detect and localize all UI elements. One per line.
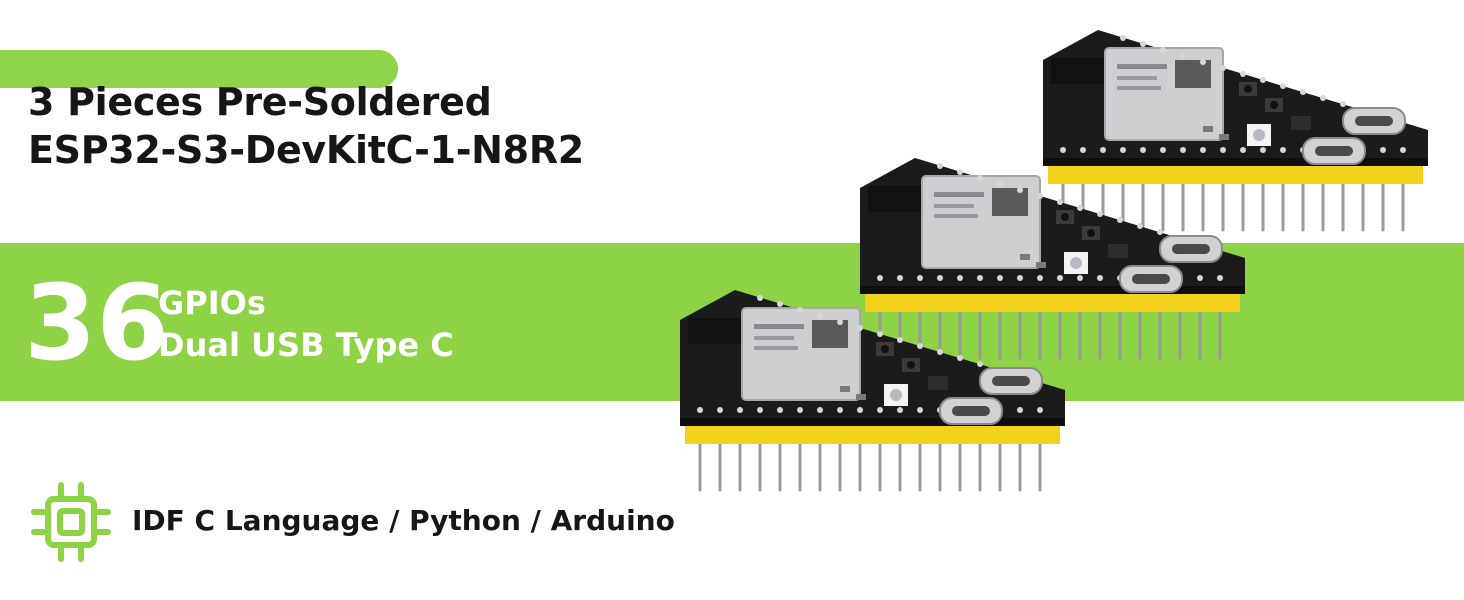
languages-text: IDF C Language / Python / Arduino — [132, 504, 675, 537]
title-line-1: 3 Pieces Pre-Soldered — [28, 80, 492, 124]
feature-gpios: GPIOs — [158, 284, 266, 322]
title-line-2: ESP32-S3-DevKitC-1-N8R2 — [28, 128, 584, 172]
gpio-count: 36 — [24, 262, 169, 384]
chip-icon — [31, 482, 111, 562]
feature-list: GPIOs Dual USB Type C — [158, 282, 454, 366]
feature-usb: Dual USB Type C — [158, 326, 454, 364]
page-title: 3 Pieces Pre-Soldered ESP32-S3-DevKitC-1… — [28, 78, 584, 174]
accent-pill — [0, 50, 398, 88]
